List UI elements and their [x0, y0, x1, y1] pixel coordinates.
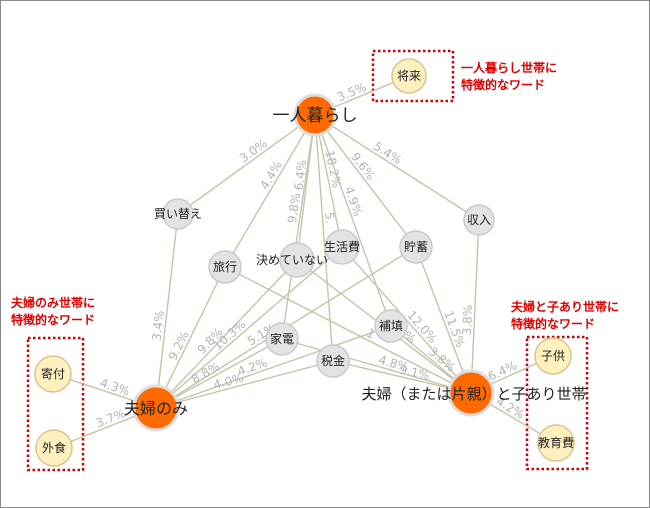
node-children: 子供 — [534, 337, 572, 375]
node-eatout: 外食 — [35, 429, 73, 467]
highlight-box-single — [371, 49, 455, 103]
node-future-label: 将来 — [397, 69, 421, 83]
edge-label-single-income: 5.4% — [371, 139, 404, 167]
edge-label-single-undecided: 6.4% — [292, 159, 310, 191]
node-replace-label: 買い替え — [154, 207, 202, 221]
node-children-circle — [534, 337, 572, 375]
node-donation: 寄付 — [34, 355, 72, 393]
node-travel: 旅行 — [208, 250, 242, 284]
node-undecided-circle — [279, 242, 315, 278]
node-appliance-circle — [265, 322, 299, 356]
node-couple-label: 夫婦のみ — [124, 399, 188, 418]
edge-couple-replace — [155, 213, 179, 409]
node-replace-circle — [162, 198, 194, 230]
edge-family-travel — [224, 266, 472, 394]
node-tax-label: 税金 — [321, 353, 345, 368]
edge-label-single-repair: 4.9% — [342, 185, 366, 218]
edge-label-single-savings: 9.6% — [348, 150, 378, 183]
edge-couple-tax — [155, 360, 334, 409]
edge-couple-living — [155, 246, 343, 409]
edge-single-savings — [314, 114, 417, 248]
node-repair-label: 補填 — [379, 319, 403, 333]
callout-family-line2: 特徴的なワード — [511, 317, 596, 331]
edge-label-family-children: 6.4% — [486, 358, 520, 383]
edge-single-living — [314, 114, 343, 248]
node-eatout-label: 外食 — [42, 440, 66, 455]
node-tax: 税金 — [316, 344, 350, 378]
highlight-box-couple — [26, 336, 85, 472]
edge-couple-undecided — [155, 259, 298, 409]
node-single: 一人暮らし — [273, 93, 358, 137]
edge-label-single-tax: 5. — [322, 212, 337, 224]
node-future: 将来 — [391, 58, 427, 94]
node-family: 夫婦（または片親）と子あり世帯 — [361, 369, 587, 417]
node-travel-label: 旅行 — [213, 260, 237, 274]
node-travel-circle — [208, 250, 242, 284]
edge-label-single-appliance: 9.8% — [285, 192, 303, 224]
edge-single-appliance — [281, 114, 316, 340]
node-children-label: 子供 — [541, 349, 565, 363]
node-single-label: 一人暮らし — [273, 106, 358, 126]
edge-label-couple-eatout: 3.7% — [94, 406, 128, 430]
edge-single-income — [314, 114, 480, 221]
edge-couple-repair — [155, 325, 392, 409]
callout-single-line2: 特徴的なワード — [461, 78, 546, 92]
node-undecided-label: 決めていない — [256, 253, 328, 267]
edge-label-single-travel: 4.4% — [257, 159, 285, 192]
highlight-box-family — [525, 335, 589, 471]
node-donation-label: 寄付 — [41, 366, 65, 381]
node-family-circle — [447, 369, 495, 417]
edge-label-family-tax: 9.1% — [398, 362, 431, 383]
edge-family-income — [470, 219, 480, 394]
node-education-circle — [537, 424, 575, 462]
node-repair: 補填 — [374, 309, 408, 343]
callout-single: 一人暮らし世帯に 特徴的なワード — [461, 60, 557, 94]
node-couple-circle — [132, 384, 180, 432]
node-eatout-circle — [35, 429, 73, 467]
node-family-label: 夫婦（または片親）と子あり世帯 — [361, 385, 586, 403]
callout-couple-line2: 特徴的なワード — [11, 313, 96, 327]
node-income-circle — [463, 204, 495, 236]
edge-single-replace — [177, 114, 316, 215]
node-appliance-label: 家電 — [270, 331, 294, 346]
edge-couple-appliance — [155, 338, 283, 409]
node-education: 教育費 — [537, 424, 575, 462]
edge-label-family-income: 3.8% — [460, 304, 475, 335]
callout-family: 夫婦と子あり世帯に 特徴的なワード — [511, 299, 619, 333]
node-living-circle — [324, 229, 360, 265]
edge-single-repair — [314, 114, 392, 327]
node-income-label: 収入 — [467, 213, 491, 227]
node-couple: 夫婦のみ — [124, 384, 188, 432]
node-savings-label: 貯蓄 — [404, 240, 428, 254]
node-income: 収入 — [463, 204, 495, 236]
edge-label-couple-replace: 3.4% — [150, 310, 167, 342]
edge-label-single-future: 3.5% — [335, 80, 369, 105]
node-future-circle — [391, 58, 427, 94]
edge-family-savings — [415, 246, 472, 394]
callout-single-line1: 一人暮らし世帯に — [461, 61, 558, 75]
edge-single-travel — [224, 114, 316, 268]
edge-couple-travel — [155, 266, 226, 409]
node-savings: 貯蓄 — [399, 230, 433, 264]
callout-couple-line1: 夫婦のみ世帯に — [11, 296, 96, 310]
callout-family-line1: 夫婦と子あり世帯に — [511, 300, 620, 314]
callout-couple: 夫婦のみ世帯に 特徴的なワード — [11, 295, 95, 329]
node-single-circle — [293, 93, 337, 137]
node-living: 生活費 — [324, 229, 360, 265]
node-appliance: 家電 — [265, 322, 299, 356]
edge-label-couple-travel: 9.2% — [166, 329, 192, 363]
edge-family-appliance — [281, 338, 472, 394]
node-undecided: 決めていない — [256, 242, 328, 278]
node-replace: 買い替え — [154, 198, 202, 230]
edge-family-tax — [332, 360, 472, 394]
node-donation-circle — [34, 355, 72, 393]
edge-label-single-replace: 3.0% — [237, 136, 270, 165]
node-living-label: 生活費 — [324, 239, 360, 254]
node-education-label: 教育費 — [538, 435, 574, 450]
node-repair-circle — [374, 309, 408, 343]
node-savings-circle — [399, 230, 433, 264]
node-tax-circle — [316, 344, 350, 378]
